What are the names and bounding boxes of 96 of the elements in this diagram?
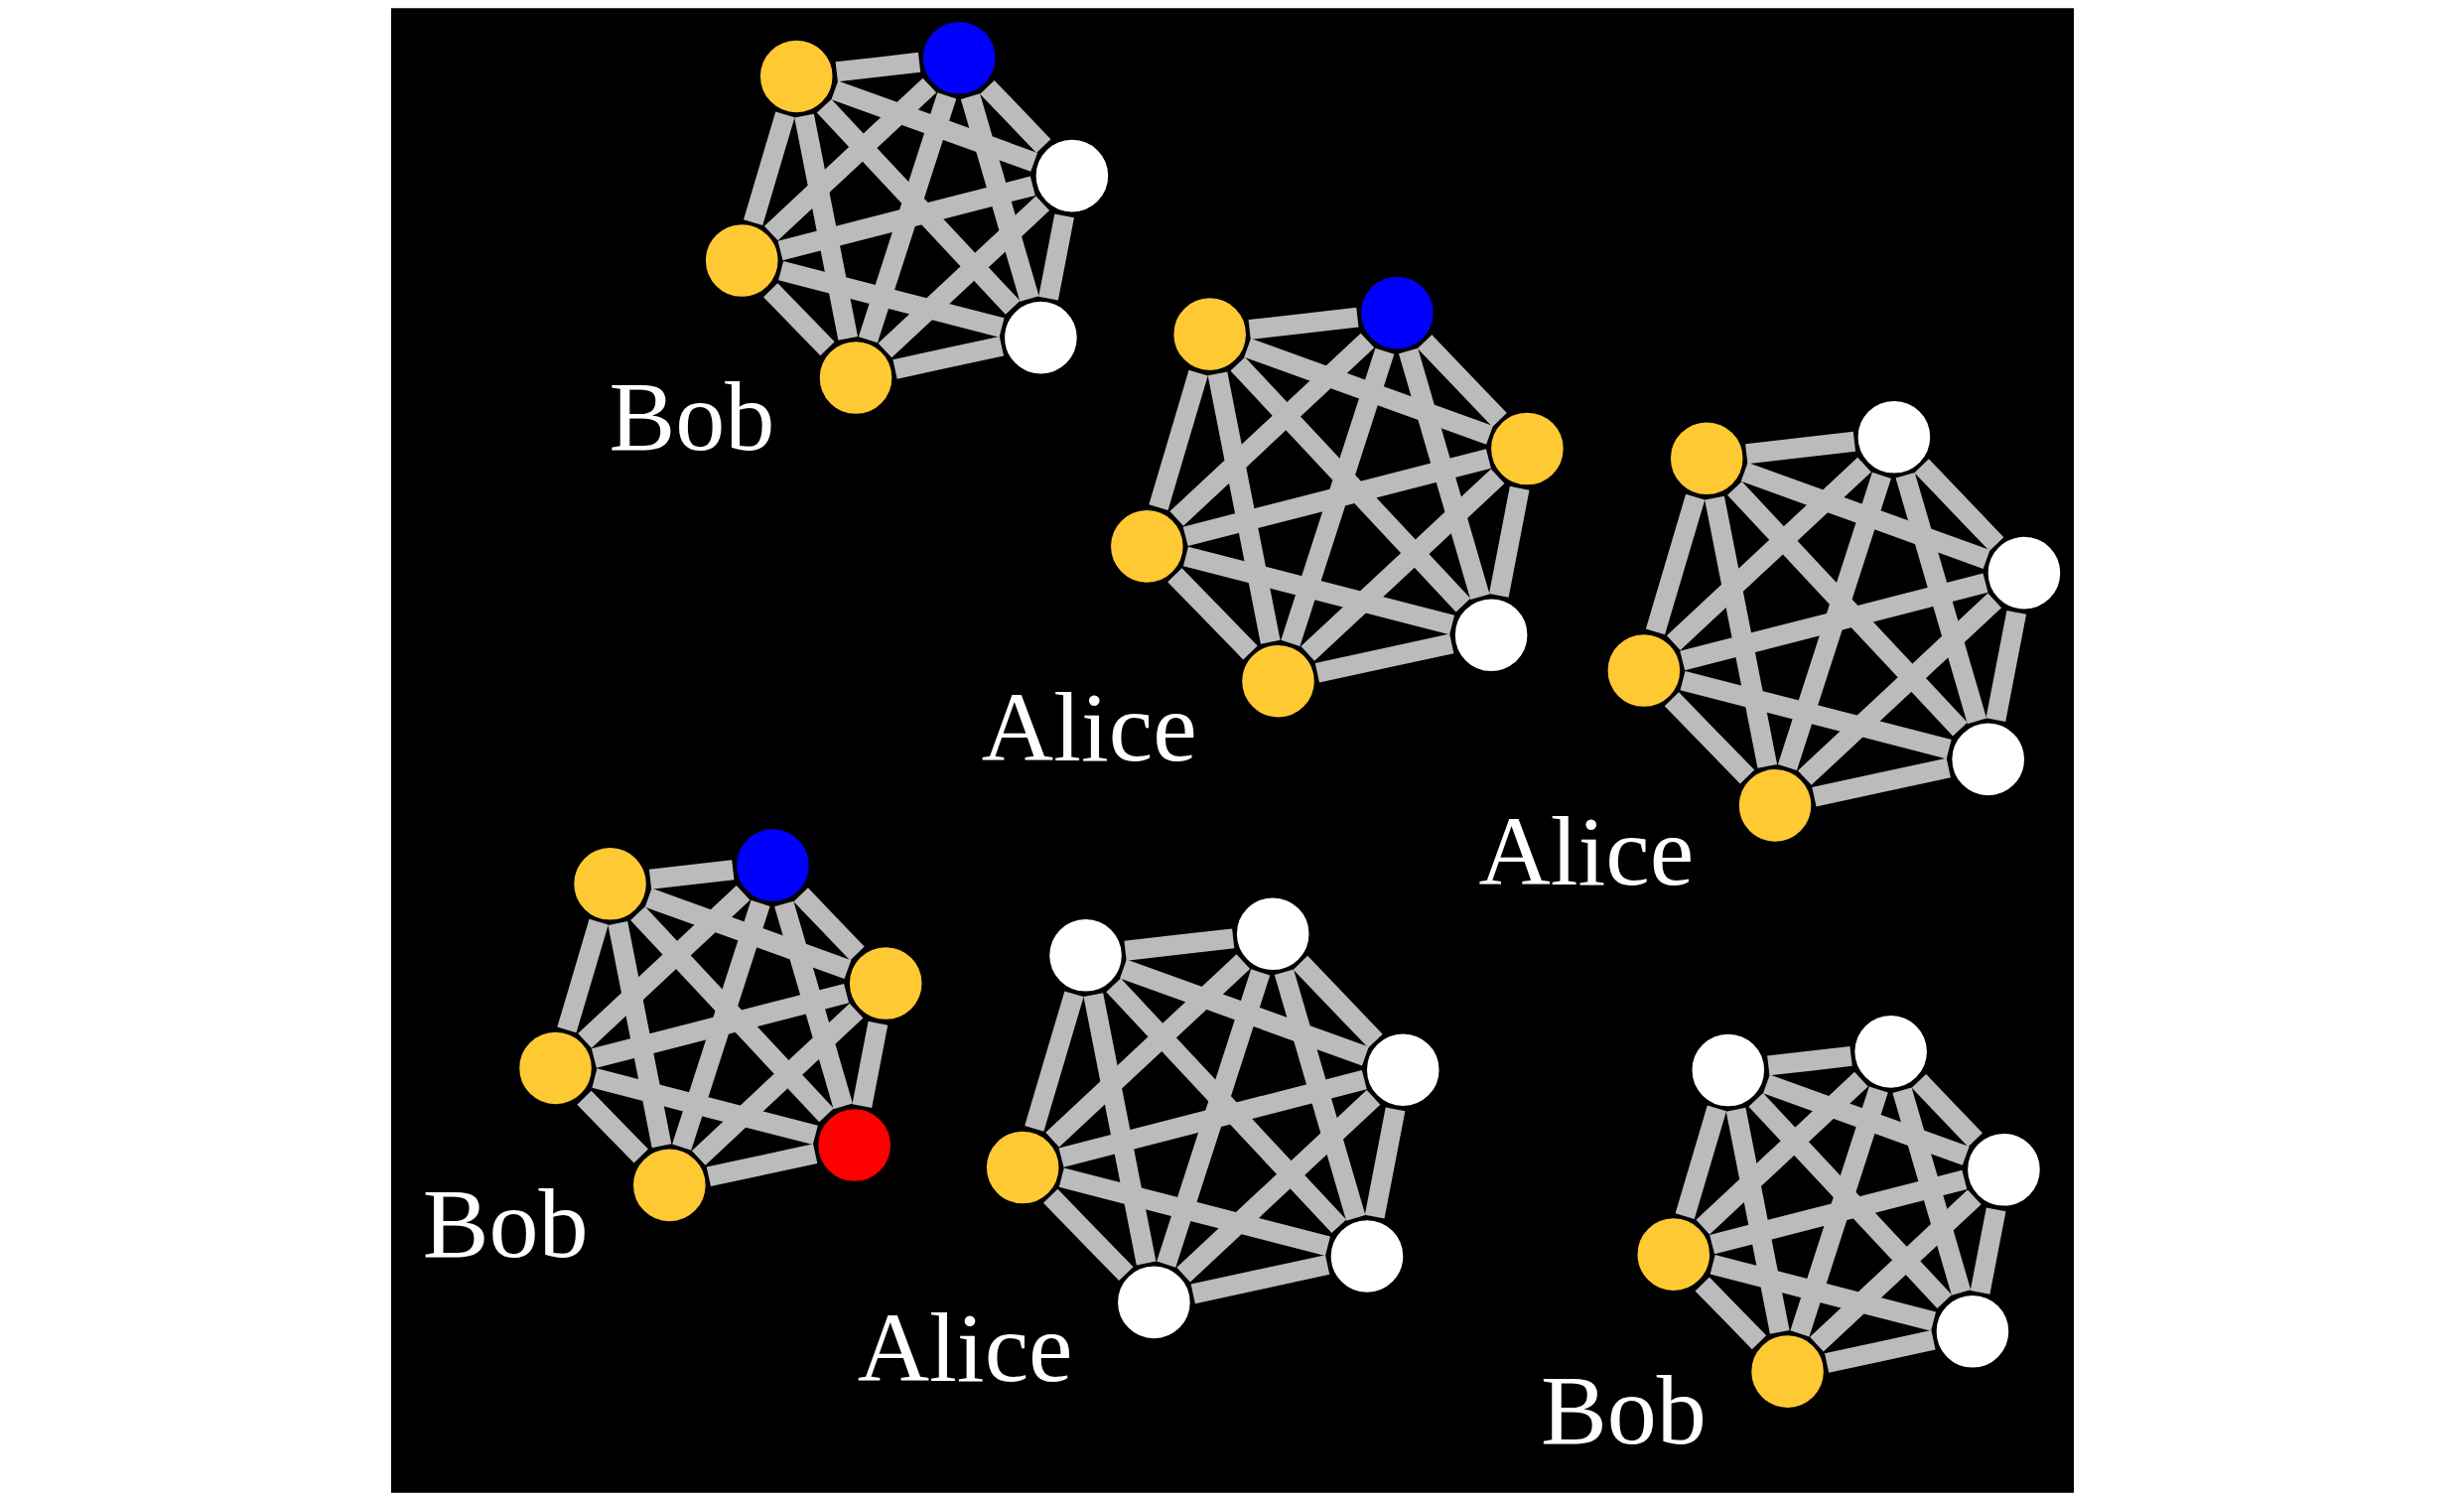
connector xyxy=(1789,1086,1888,1337)
connector xyxy=(743,111,794,225)
connector xyxy=(1744,431,1855,465)
connector xyxy=(1645,493,1705,635)
connector xyxy=(608,921,671,1149)
label: Alice xyxy=(981,671,1197,782)
connector xyxy=(891,336,1004,379)
connector xyxy=(1175,1090,1380,1283)
connector xyxy=(1762,1074,1970,1165)
connector xyxy=(1182,546,1454,635)
connector xyxy=(648,860,734,889)
connector xyxy=(1666,457,1871,650)
connector xyxy=(852,1021,888,1108)
connector xyxy=(1766,1045,1852,1076)
connector xyxy=(816,98,1020,315)
label: Bob xyxy=(608,360,774,472)
connector xyxy=(1280,347,1394,646)
connector xyxy=(1105,978,1346,1234)
label: Bob xyxy=(1540,1354,1707,1465)
connector xyxy=(1248,307,1358,340)
connector xyxy=(1168,333,1374,526)
connector xyxy=(577,886,750,1048)
connector xyxy=(671,899,770,1151)
connector xyxy=(1679,670,1952,759)
connector xyxy=(1243,338,1493,445)
connector xyxy=(591,983,849,1068)
connector xyxy=(691,1003,863,1165)
connector xyxy=(556,918,609,1033)
connector xyxy=(1679,573,1987,671)
connector xyxy=(1911,1074,1983,1148)
connector xyxy=(1229,356,1470,613)
connector xyxy=(1398,347,1489,601)
connector xyxy=(1166,568,1258,660)
connector xyxy=(1970,1207,2005,1295)
connector xyxy=(1710,1255,1936,1331)
connector xyxy=(1119,959,1369,1066)
connector xyxy=(1809,1189,1982,1352)
connector xyxy=(1058,1167,1330,1256)
connector xyxy=(1695,1277,1766,1350)
connector xyxy=(835,52,920,82)
connector xyxy=(1058,1069,1367,1167)
label: Bob xyxy=(422,1168,589,1280)
connector xyxy=(1726,480,1968,737)
connector xyxy=(629,906,834,1123)
connector xyxy=(706,1144,817,1187)
connector xyxy=(1740,463,1989,569)
connector xyxy=(1488,485,1530,598)
connector xyxy=(777,176,1035,261)
connector xyxy=(644,887,851,980)
connector xyxy=(1274,969,1365,1221)
connector xyxy=(1364,1107,1405,1219)
connector xyxy=(1777,472,1891,771)
connector xyxy=(1913,459,2003,551)
connector xyxy=(1083,993,1156,1266)
connector xyxy=(979,79,1050,154)
connector xyxy=(878,196,1049,358)
connector xyxy=(762,283,835,356)
connector xyxy=(830,80,1037,172)
connector xyxy=(1314,633,1453,683)
connector xyxy=(1037,213,1074,301)
connector xyxy=(777,260,1004,338)
connector xyxy=(1895,472,1986,725)
connector xyxy=(1123,928,1234,961)
connector xyxy=(1417,335,1507,427)
connector xyxy=(1182,449,1491,547)
connector xyxy=(1811,757,1951,807)
connector xyxy=(1190,1255,1329,1304)
connector xyxy=(960,93,1039,302)
connector xyxy=(1675,1105,1726,1220)
connector xyxy=(773,900,853,1110)
connector xyxy=(763,77,936,241)
connector xyxy=(1747,1093,1952,1308)
connector xyxy=(1725,1107,1790,1334)
connector xyxy=(1824,1330,1936,1373)
connector xyxy=(793,887,865,961)
connector xyxy=(1709,1169,1967,1255)
connector xyxy=(591,1068,818,1146)
connector xyxy=(1042,1188,1134,1282)
connector xyxy=(1044,954,1250,1148)
connector xyxy=(793,113,858,341)
connector xyxy=(1695,1071,1868,1235)
connector xyxy=(1985,611,2026,722)
connector xyxy=(858,92,956,343)
connector xyxy=(1891,1087,1971,1296)
connector xyxy=(576,1090,648,1163)
connector xyxy=(1704,495,1777,768)
connector xyxy=(1664,692,1754,784)
connector xyxy=(1293,955,1383,1048)
connector xyxy=(1797,593,2001,785)
connector xyxy=(1156,969,1270,1268)
connector xyxy=(1024,991,1084,1132)
connector xyxy=(1207,371,1281,644)
label: Alice xyxy=(1477,795,1694,906)
connector xyxy=(1300,469,1504,661)
label: Alice xyxy=(857,1293,1073,1404)
connector xyxy=(1148,369,1208,510)
